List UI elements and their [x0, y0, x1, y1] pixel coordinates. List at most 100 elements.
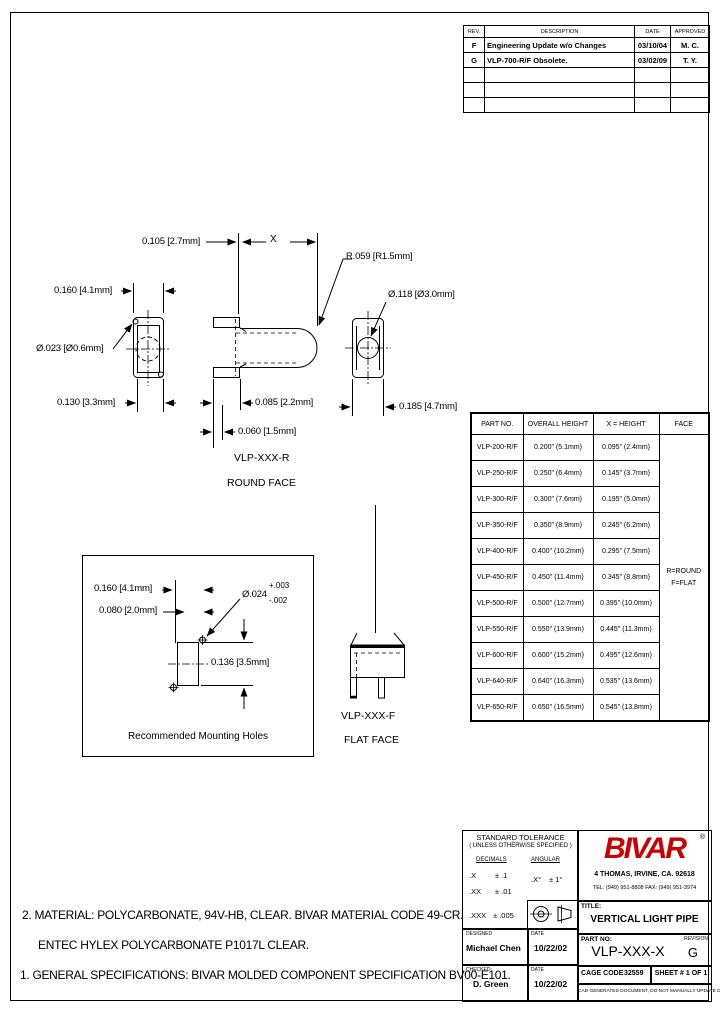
- part-no: VLP-250-R/F: [470, 460, 524, 487]
- registered-mark: ®: [699, 834, 705, 841]
- checked-value: D. Green: [473, 979, 509, 989]
- mounting-holes-caption: Recommended Mounting Holes: [127, 731, 269, 742]
- tol-xx-value: ± .01: [495, 887, 512, 896]
- part-no: VLP-350-R/F: [470, 512, 524, 539]
- rev-empty-cell: [484, 97, 635, 113]
- x-height: 0.445" (11.3mm): [592, 616, 660, 643]
- rev-header-description: DESCRIPTION: [484, 25, 635, 38]
- round-view-face-label: ROUND FACE: [227, 477, 296, 489]
- part-no: VLP-200-R/F: [470, 434, 524, 461]
- overall-height: 0.250" (6.4mm): [522, 460, 594, 487]
- tolerance-title: STANDARD TOLERANCE: [476, 833, 565, 842]
- part-header-face: FACE: [658, 412, 710, 435]
- cad-note-box: CAD GENERATED DOCUMENT, DO NOT MANUALLY …: [577, 983, 720, 1002]
- part-no: VLP-300-R/F: [470, 486, 524, 513]
- x-height: 0.395" (10.0mm): [592, 590, 660, 617]
- x-height: 0.245" (6.2mm): [592, 512, 660, 539]
- dim-0185: 0.185 [4.7mm]: [399, 401, 458, 412]
- x-height: 0.545" (13.8mm): [592, 694, 660, 722]
- revision-table: REV. DESCRIPTION DATE APPROVED F Enginee…: [463, 25, 710, 113]
- cad-note: CAD GENERATED DOCUMENT, DO NOT MANUALLY …: [578, 989, 720, 994]
- overall-height: 0.600" (15.2mm): [522, 642, 594, 669]
- part-header-x: X = HEIGHT: [592, 412, 660, 435]
- rev-empty-cell: [484, 82, 635, 98]
- title-label: TITLE:: [581, 903, 602, 910]
- mount-hole-dia: Ø.024: [242, 589, 267, 600]
- rev-empty-cell: [463, 82, 485, 98]
- dim-x: X: [268, 234, 279, 245]
- revision-row: F Engineering Update w/o Changes 03/10/0…: [463, 37, 710, 53]
- rev-header-approved: APPROVED: [670, 25, 710, 38]
- part-table-header-row: PART NO. OVERALL HEIGHT X = HEIGHT FACE: [470, 412, 710, 435]
- x-height: 0.535" (13.6mm): [592, 668, 660, 695]
- tol-x-label: .X: [469, 871, 477, 880]
- x-height: 0.195" (5.0mm): [592, 486, 660, 513]
- tol-angular-label: .X°: [531, 875, 542, 884]
- tolerance-box: STANDARD TOLERANCE ( UNLESS OTHERWISE SP…: [462, 830, 579, 930]
- title-box: TITLE: VERTICAL LIGHT PIPE: [577, 900, 712, 935]
- rev-empty-cell: [634, 67, 671, 83]
- tol-xxx-value: ± .005: [493, 911, 514, 920]
- sheet-number: SHEET # 1 OF 1: [654, 970, 708, 977]
- rev-approved: M. C.: [670, 37, 710, 53]
- x-height: 0.495" (12.6mm): [592, 642, 660, 669]
- revision-header-row: REV. DESCRIPTION DATE APPROVED: [463, 25, 710, 38]
- revision-empty-row: [463, 82, 710, 98]
- dim-r059: R.059 [R1.5mm]: [346, 251, 413, 262]
- mount-tol-plus: +.003: [269, 581, 290, 590]
- overall-height: 0.500" (12.7mm): [522, 590, 594, 617]
- dim-0060: 0.060 [1.5mm]: [238, 426, 297, 437]
- dim-023: Ø.023 [Ø0.6mm]: [36, 343, 104, 354]
- checked-label: CHECKED:: [466, 967, 492, 973]
- rev-empty-cell: [484, 67, 635, 83]
- tolerance-subtitle: ( UNLESS OTHERWISE SPECIFIED ): [469, 843, 572, 849]
- part-no: VLP-550-R/F: [470, 616, 524, 643]
- drawing-title: VERTICAL LIGHT PIPE: [590, 914, 699, 925]
- cage-code-label: CAGE CODE: [581, 970, 624, 977]
- cage-code-box: CAGE CODE 32559: [577, 965, 652, 985]
- tol-x-value: ± .1: [495, 871, 508, 880]
- part-row: VLP-200-R/F 0.200" (5.1mm) 0.095" (2.4mm…: [470, 434, 710, 722]
- mount-dim-0080: 0.080 [2.0mm]: [99, 605, 158, 616]
- part-no: VLP-500-R/F: [470, 590, 524, 617]
- revision-row: G VLP-700-R/F Obsolete. 03/02/09 T. Y.: [463, 52, 710, 68]
- mount-tol-minus: -.002: [269, 596, 288, 605]
- decimals-label: DECIMALS: [476, 857, 507, 863]
- part-no-box: PART NO: VLP-XXX-X REVISION G: [577, 933, 712, 967]
- part-no: VLP-640-R/F: [470, 668, 524, 695]
- checked-date: 10/22/02: [534, 979, 568, 989]
- note-general-specs: 1. GENERAL SPECIFICATIONS: BIVAR MOLDED …: [20, 968, 511, 982]
- overall-height: 0.640" (16.3mm): [522, 668, 594, 695]
- rev-empty-cell: [634, 82, 671, 98]
- face-legend-cell: R=ROUND F=FLAT: [658, 434, 710, 722]
- part-header-partno: PART NO.: [470, 412, 524, 435]
- overall-height: 0.350" (8.9mm): [522, 512, 594, 539]
- date-label: DATE: [531, 967, 544, 973]
- dim-118: Ø.118 [Ø3.0mm]: [388, 289, 455, 300]
- note-material: 2. MATERIAL: POLYCARBONATE, 94V-HB, CLEA…: [22, 908, 464, 922]
- tol-xx-label: .XX: [469, 887, 482, 896]
- x-height: 0.295" (7.5mm): [592, 538, 660, 565]
- round-view-part-label: VLP-XXX-R: [234, 452, 290, 464]
- angular-label: ANGULAR: [531, 857, 561, 863]
- designed-label: DESIGNED: [466, 931, 493, 937]
- rev-approved: T. Y.: [670, 52, 710, 68]
- part-header-overall: OVERALL HEIGHT: [522, 412, 594, 435]
- part-no-label: PART NO:: [581, 936, 612, 943]
- designed-value: Michael Chen: [466, 943, 521, 953]
- dim-0130: 0.130 [3.3mm]: [57, 397, 116, 408]
- dim-0105: 0.105 [2.7mm]: [142, 236, 201, 247]
- revision-empty-row: [463, 97, 710, 113]
- sheet-box: SHEET # 1 OF 1: [650, 965, 712, 985]
- rev-empty-cell: [670, 97, 710, 113]
- x-height: 0.095" (2.4mm): [592, 434, 660, 461]
